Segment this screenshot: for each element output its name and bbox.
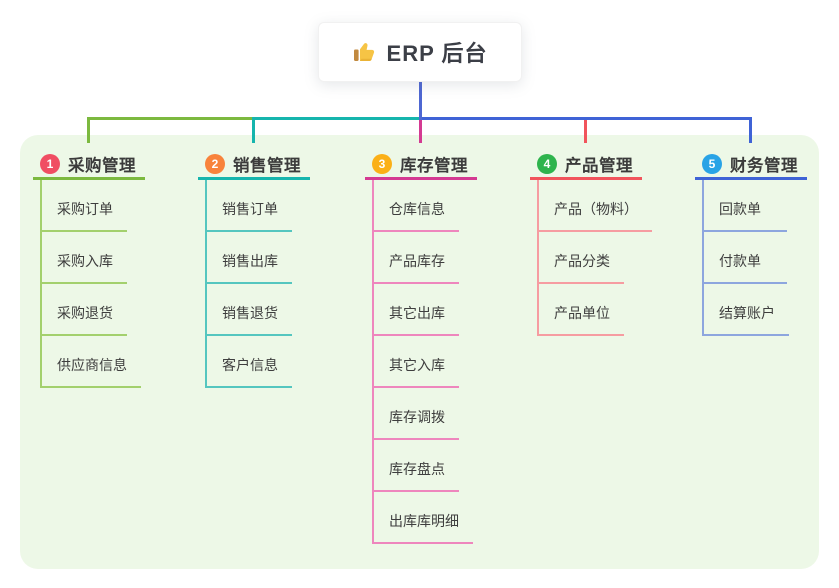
branch-2-child-connector xyxy=(205,180,207,388)
branch-3-child-node[interactable]: 产品库存 xyxy=(372,232,459,284)
branch-4-child-node[interactable]: 产品（物料） xyxy=(537,180,652,232)
child-node-label: 产品分类 xyxy=(554,253,610,269)
connector-stub-5 xyxy=(748,117,752,143)
branch-5-label: 财务管理 xyxy=(730,157,798,175)
branch-4-child-connector xyxy=(537,180,539,336)
branch-4-title[interactable]: 4 产品管理 xyxy=(530,151,642,180)
child-node-label: 出库库明细 xyxy=(389,513,459,529)
branch-1-label: 采购管理 xyxy=(68,157,136,175)
child-node-label: 采购入库 xyxy=(57,253,113,269)
branch-3-child-node[interactable]: 其它出库 xyxy=(372,284,459,336)
branch-3-child-node[interactable]: 仓库信息 xyxy=(372,180,459,232)
child-node-label: 产品单位 xyxy=(554,305,610,321)
thumbs-up-icon xyxy=(353,40,377,64)
child-node-label: 其它入库 xyxy=(389,357,445,373)
branch-2-child-node[interactable]: 销售订单 xyxy=(205,180,292,232)
branch-5-number-badge: 5 xyxy=(702,154,722,174)
connector-horizontal-1 xyxy=(86,117,255,120)
child-node-label: 回款单 xyxy=(719,201,761,217)
branch-1-title[interactable]: 1 采购管理 xyxy=(33,151,145,180)
branch-3-child-node[interactable]: 库存调拨 xyxy=(372,388,459,440)
child-node-label: 仓库信息 xyxy=(389,201,445,217)
connector-horizontal-5 xyxy=(418,117,752,120)
child-node-label: 采购订单 xyxy=(57,201,113,217)
branch-4-child-node[interactable]: 产品分类 xyxy=(537,232,624,284)
branch-1-child-node[interactable]: 采购订单 xyxy=(40,180,127,232)
mindmap-panel xyxy=(20,135,819,569)
connector-stub-2 xyxy=(251,117,255,143)
branch-4-children: 产品（物料） 产品分类产品单位 xyxy=(537,180,652,336)
branch-5-child-node[interactable]: 结算账户 xyxy=(702,284,789,336)
child-node-label: 采购退货 xyxy=(57,305,113,321)
connector-horizontal-2 xyxy=(251,117,422,120)
branch-2-child-node[interactable]: 销售退货 xyxy=(205,284,292,336)
branch-3-title[interactable]: 3 库存管理 xyxy=(365,151,477,180)
child-node-label: 客户信息 xyxy=(222,357,278,373)
branch-3-children: 仓库信息产品库存其它出库其它入库库存调拨库存盘点出库库明细 xyxy=(372,180,473,544)
branch-4-child-node[interactable]: 产品单位 xyxy=(537,284,624,336)
branch-1-child-node[interactable]: 采购入库 xyxy=(40,232,127,284)
branch-1-child-connector xyxy=(40,180,42,388)
branch-1-child-node[interactable]: 供应商信息 xyxy=(40,336,141,388)
root-node[interactable]: ERP 后台 xyxy=(318,22,522,82)
branch-4-number-badge: 4 xyxy=(537,154,557,174)
branch-5-children: 回款单付款单结算账户 xyxy=(702,180,789,336)
child-node-label: 付款单 xyxy=(719,253,761,269)
branch-5-child-node[interactable]: 回款单 xyxy=(702,180,787,232)
child-node-label: 结算账户 xyxy=(719,305,775,321)
branch-1-number-badge: 1 xyxy=(40,154,60,174)
branch-2-child-node[interactable]: 销售出库 xyxy=(205,232,292,284)
branch-2-title[interactable]: 2 销售管理 xyxy=(198,151,310,180)
child-node-label: 销售退货 xyxy=(222,305,278,321)
child-node-label: 其它出库 xyxy=(389,305,445,321)
child-node-label: 库存盘点 xyxy=(389,461,445,477)
child-node-label: 产品库存 xyxy=(389,253,445,269)
branch-3-child-node[interactable]: 库存盘点 xyxy=(372,440,459,492)
branch-3-child-connector xyxy=(372,180,374,544)
child-node-label: 产品（物料） xyxy=(554,201,638,217)
branch-2-children: 销售订单销售出库销售退货客户信息 xyxy=(205,180,292,388)
branch-2-number-badge: 2 xyxy=(205,154,225,174)
branch-2-label: 销售管理 xyxy=(233,157,301,175)
branch-5-title[interactable]: 5 财务管理 xyxy=(695,151,807,180)
branch-3-child-node[interactable]: 出库库明细 xyxy=(372,492,473,544)
branch-4-label: 产品管理 xyxy=(565,157,633,175)
branch-5-child-node[interactable]: 付款单 xyxy=(702,232,787,284)
connector-trunk xyxy=(418,82,422,120)
child-node-label: 销售订单 xyxy=(222,201,278,217)
child-node-label: 供应商信息 xyxy=(57,357,127,373)
branch-5-child-connector xyxy=(702,180,704,336)
connector-stub-3 xyxy=(418,117,422,143)
branch-3-label: 库存管理 xyxy=(400,157,468,175)
branch-1-child-node[interactable]: 采购退货 xyxy=(40,284,127,336)
child-node-label: 库存调拨 xyxy=(389,409,445,425)
child-node-label: 销售出库 xyxy=(222,253,278,269)
branch-3-child-node[interactable]: 其它入库 xyxy=(372,336,459,388)
branch-3-number-badge: 3 xyxy=(372,154,392,174)
connector-stub-4 xyxy=(583,117,587,143)
branch-1-children: 采购订单采购入库采购退货供应商信息 xyxy=(40,180,141,388)
branch-2-child-node[interactable]: 客户信息 xyxy=(205,336,292,388)
root-node-label: ERP 后台 xyxy=(386,41,488,66)
connector-stub-1 xyxy=(86,117,90,143)
